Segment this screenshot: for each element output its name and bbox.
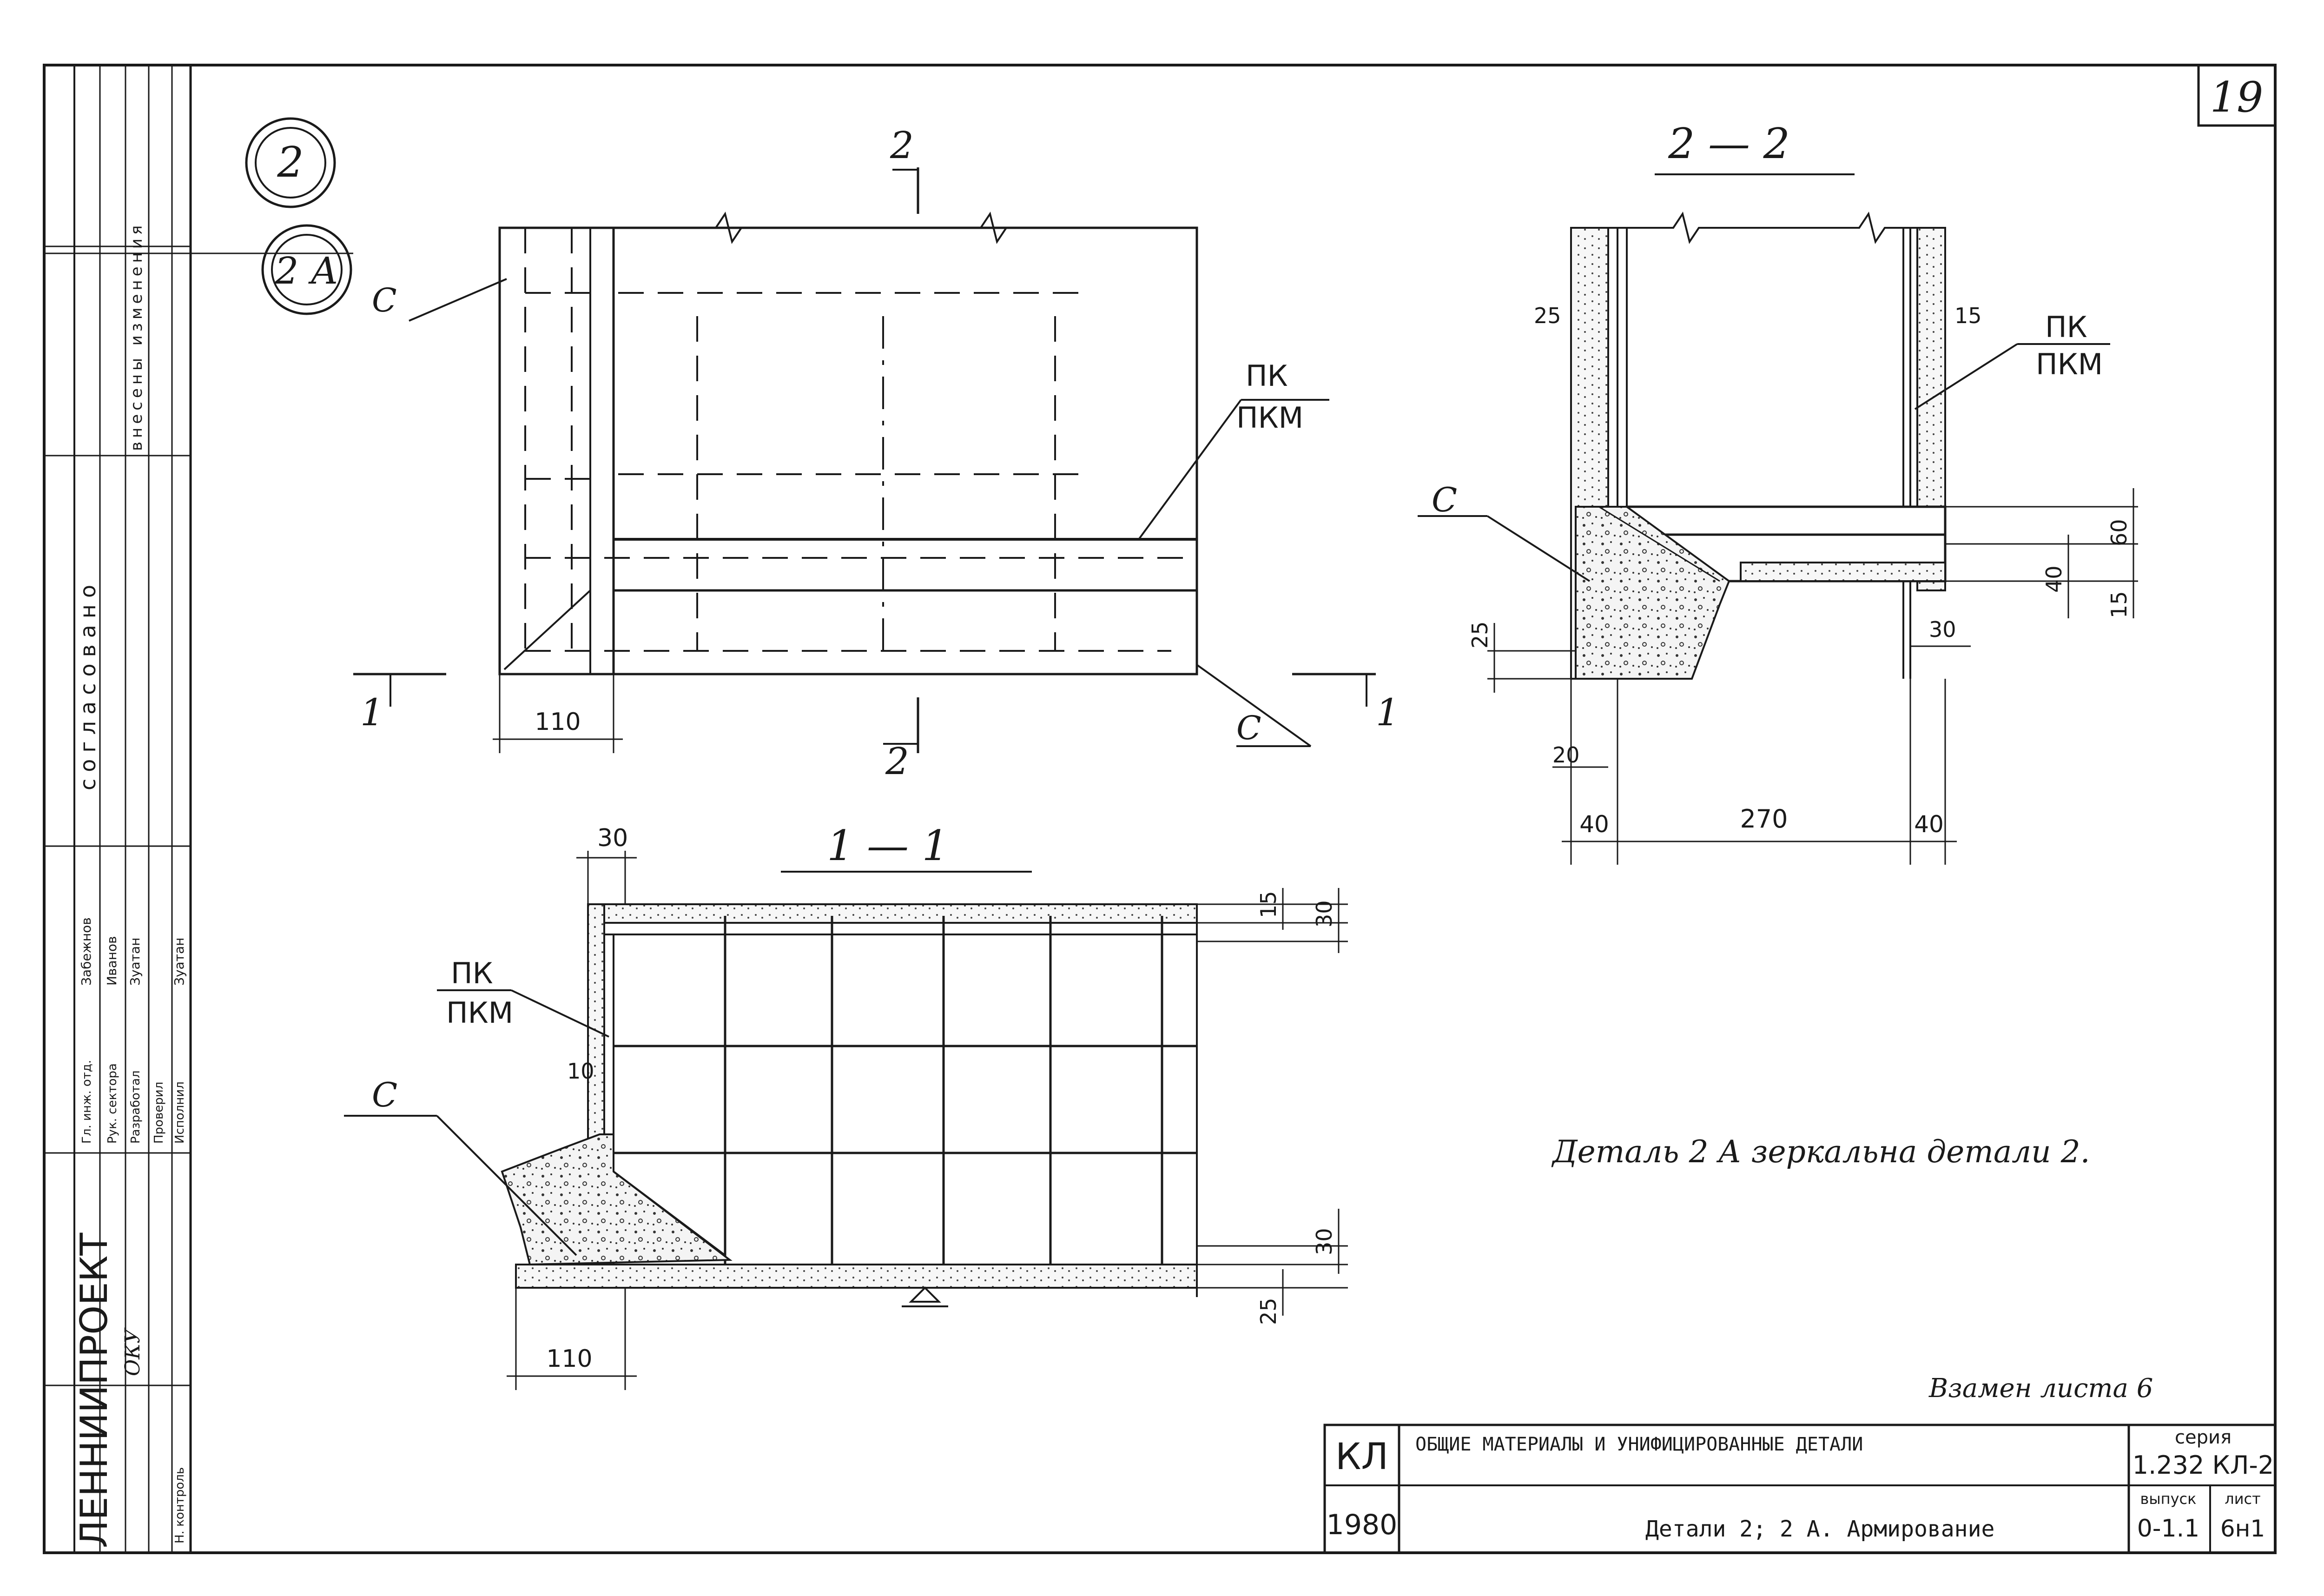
stamp-name-0: Забежнов bbox=[79, 917, 94, 986]
stamp-row-2: Разработал bbox=[129, 1070, 143, 1144]
section-1-1-title: 1 — 1 bbox=[827, 821, 949, 870]
section-1-1: 1 — 1 ПК ПКМ С 30 bbox=[344, 821, 1348, 1390]
section-2-2-dim-25-left: 25 bbox=[1467, 621, 1492, 649]
stamp-dept: ОКУ bbox=[121, 1327, 145, 1376]
section-1-1-dim-25: 25 bbox=[1256, 1298, 1281, 1325]
stamp-name-3: Зуатан bbox=[172, 938, 187, 986]
detail-callouts: 2 2 А bbox=[44, 117, 353, 315]
plan-label-pkm: ПКМ bbox=[1236, 401, 1303, 435]
plan-label-pk: ПК bbox=[1246, 359, 1288, 393]
sheet-number: 19 bbox=[2210, 73, 2264, 122]
stamp-agreed: согласовано bbox=[75, 578, 100, 790]
side-stamp: ЛЕННИИПРОЕКТ согласовано внесены изменен… bbox=[44, 65, 192, 1553]
stamp-name-1: Иванов bbox=[104, 936, 119, 986]
sheet-frame: 19 bbox=[43, 64, 2277, 1554]
stamp-name-2: Зуатан bbox=[127, 938, 143, 986]
section-2-2-label-c: С bbox=[1432, 480, 1457, 519]
title-line-1: ОБЩИЕ МАТЕРИАЛЫ И УНИФИЦИРОВАННЫЕ ДЕТАЛИ bbox=[1415, 1434, 1863, 1455]
section-2-2-dim-60: 60 bbox=[2106, 519, 2132, 546]
plan-section-mark-top: 2 bbox=[890, 124, 914, 167]
issue-label: выпуск bbox=[2140, 1490, 2197, 1508]
series-value: 1.232 КЛ-2 bbox=[2133, 1450, 2274, 1480]
stamp-row-5: Н. контроль bbox=[173, 1467, 187, 1543]
sheet-value: 6н1 bbox=[2220, 1515, 2265, 1542]
series-label: серия bbox=[2175, 1427, 2232, 1448]
section-2-2-label-pkm: ПКМ bbox=[2036, 347, 2103, 381]
section-1-1-label-c: С bbox=[372, 1075, 397, 1114]
section-1-1-dim-15: 15 bbox=[1256, 891, 1281, 918]
title-code: КЛ bbox=[1335, 1436, 1388, 1478]
stamp-organization: ЛЕННИИПРОЕКТ bbox=[73, 1232, 116, 1548]
section-2-2-dim-40-right: 40 bbox=[2041, 565, 2067, 593]
section-2-2-dim-30: 30 bbox=[1929, 617, 1956, 642]
plan-label-c-left: С bbox=[372, 281, 397, 319]
plan-cut-right: 1 bbox=[1376, 691, 1400, 734]
section-1-1-dim-10: 10 bbox=[567, 1059, 594, 1084]
section-1-1-dim-30-top: 30 bbox=[597, 824, 628, 852]
section-2-2: 2 — 2 С ПК ПКМ 25 15 60 40 15 bbox=[1418, 119, 2138, 865]
stamp-row-4: Исполнил bbox=[173, 1081, 187, 1144]
section-1-1-label-pkm: ПКМ bbox=[446, 996, 513, 1030]
section-1-1-dim-30-right-top: 30 bbox=[1312, 900, 1337, 927]
plan-dim-110: 110 bbox=[535, 708, 581, 736]
section-1-1-dim-110: 110 bbox=[546, 1345, 592, 1373]
issue-value: 0-1.1 bbox=[2137, 1515, 2200, 1543]
stamp-row-3: Проверил bbox=[152, 1082, 166, 1144]
mirror-note: Деталь 2 А зеркальна детали 2. bbox=[1551, 1134, 2090, 1170]
section-2-2-dim-270: 270 bbox=[1740, 804, 1788, 834]
title-block: КЛ 1980 ОБЩИЕ МАТЕРИАЛЫ И УНИФИЦИРОВАННЫ… bbox=[1323, 1424, 2277, 1554]
section-1-1-label-pk: ПК bbox=[451, 956, 493, 990]
section-2-2-title: 2 — 2 bbox=[1668, 119, 1790, 168]
plan-label-c-right: С bbox=[1236, 709, 1261, 747]
sheet-label: лист bbox=[2225, 1490, 2260, 1508]
section-2-2-dim-15-right: 15 bbox=[2106, 591, 2132, 618]
section-2-2-label-pk: ПК bbox=[2045, 310, 2087, 344]
section-2-2-dim-40-bottom-right: 40 bbox=[1914, 811, 1944, 838]
plan-view: 2 2 1 1 С С ПК ПКМ 110 bbox=[353, 124, 1400, 783]
plan-section-mark-bottom: 2 bbox=[885, 740, 909, 783]
stamp-changes: внесены изменения bbox=[127, 222, 146, 451]
section-2-2-dim-15-top: 15 bbox=[1954, 303, 1982, 328]
section-2-2-dim-40-left: 40 bbox=[1579, 811, 1609, 838]
title-line-2: Детали 2; 2 А. Армирование bbox=[1645, 1516, 1994, 1542]
callout-detail-2a: 2 А bbox=[275, 249, 339, 292]
section-2-2-dim-25-top: 25 bbox=[1534, 303, 1561, 328]
callout-detail-2: 2 bbox=[277, 138, 304, 187]
stamp-row-1: Рук. сектора bbox=[106, 1063, 119, 1144]
title-year: 1980 bbox=[1327, 1509, 1398, 1541]
replacement-note: Взамен листа 6 bbox=[1928, 1373, 2153, 1404]
section-1-1-dim-30-right-bottom: 30 bbox=[1312, 1228, 1337, 1255]
stamp-row-0: Гл. инж. отд. bbox=[80, 1060, 94, 1144]
section-2-2-dim-20: 20 bbox=[1552, 742, 1580, 768]
plan-cut-left: 1 bbox=[360, 691, 384, 734]
